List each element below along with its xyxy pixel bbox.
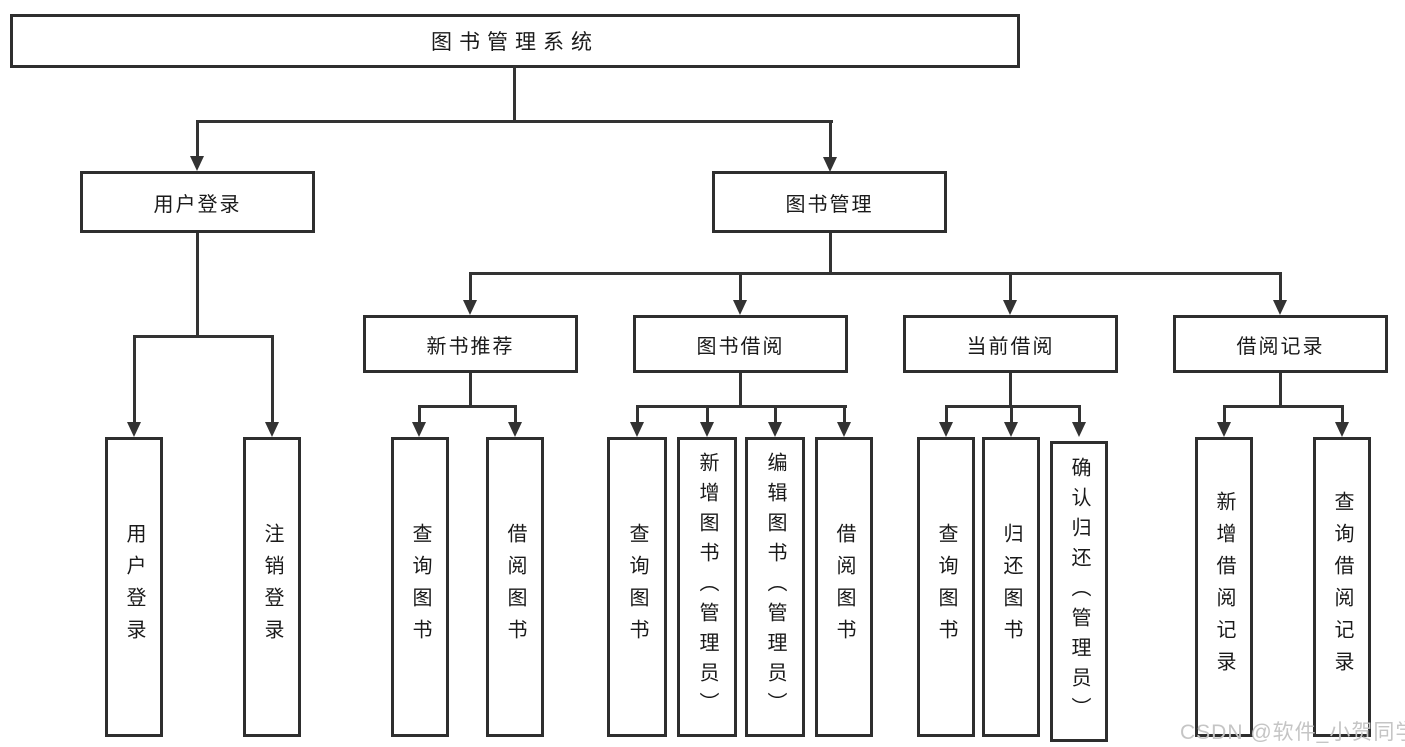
arrowhead: [265, 422, 279, 437]
leaf-borrow-books: 借阅图书: [815, 437, 873, 737]
connector-leaf-rail: [945, 405, 1081, 408]
connector-drop-leaf: [271, 335, 274, 422]
arrowhead: [823, 157, 837, 172]
leaf-confirm-return-admin: 确认归还（管理员）: [1050, 441, 1108, 742]
node-borrow-records: 借阅记录: [1173, 315, 1388, 373]
leaf-label: 查询图书: [626, 523, 648, 651]
leaf-label: 借阅图书: [833, 523, 855, 651]
arrowhead: [412, 422, 426, 437]
arrowhead: [630, 422, 644, 437]
connector-section-stub: [469, 373, 472, 407]
connector-user-login-rail: [133, 335, 274, 338]
connector-drop-leaf: [133, 335, 136, 422]
leaf-label: 注销登录: [261, 523, 283, 651]
leaf-logout: 注销登录: [243, 437, 301, 737]
node-book-borrow: 图书借阅: [633, 315, 848, 373]
connector-leaf-rail: [418, 405, 517, 408]
leaf-borrow-books-recommend: 借阅图书: [486, 437, 544, 737]
leaf-label: 编辑图书（管理员）: [764, 452, 786, 722]
arrowhead: [127, 422, 141, 437]
arrowhead: [1072, 422, 1086, 437]
connector-drop-book-management: [829, 120, 832, 157]
node-new-book-recommend: 新书推荐: [363, 315, 578, 373]
connector-drop-section: [1009, 272, 1012, 300]
connector-section-stub: [1009, 373, 1012, 407]
connector-drop-leaf: [706, 405, 709, 423]
leaf-label: 查询图书: [935, 523, 957, 651]
leaf-query-books-recommend: 查询图书: [391, 437, 449, 737]
arrowhead: [768, 422, 782, 437]
connector-leaf-rail: [1223, 405, 1344, 408]
arrowhead: [1335, 422, 1349, 437]
arrowhead: [700, 422, 714, 437]
connector-drop-leaf: [843, 405, 846, 423]
leaf-label: 用户登录: [123, 523, 145, 651]
arrowhead: [1217, 422, 1231, 437]
node-current-borrow: 当前借阅: [903, 315, 1118, 373]
connector-drop-leaf: [636, 405, 639, 423]
leaf-label: 归还图书: [1000, 523, 1022, 651]
connector-user-login-stub: [196, 233, 199, 337]
arrowhead: [190, 156, 204, 171]
connector-leaf-rail: [636, 405, 847, 408]
connector-drop-leaf: [514, 405, 517, 423]
leaf-label: 查询借阅记录: [1331, 491, 1353, 683]
connector-level2-rail: [196, 120, 833, 123]
connector-section-stub: [739, 373, 742, 407]
leaf-label: 查询图书: [409, 523, 431, 651]
leaf-user-login: 用户登录: [105, 437, 163, 737]
leaf-query-books-borrow: 查询图书: [607, 437, 667, 737]
connector-drop-section: [1279, 272, 1282, 300]
leaf-add-book-admin: 新增图书（管理员）: [677, 437, 737, 737]
connector-drop-leaf: [1010, 405, 1013, 423]
leaf-query-books-current: 查询图书: [917, 437, 975, 737]
node-root: 图书管理系统: [10, 14, 1020, 68]
connector-drop-leaf: [418, 405, 421, 423]
arrowhead: [508, 422, 522, 437]
leaf-add-borrow-record: 新增借阅记录: [1195, 437, 1253, 737]
connector-drop-leaf: [945, 405, 948, 423]
arrowhead: [733, 300, 747, 315]
arrowhead: [1273, 300, 1287, 315]
leaf-edit-book-admin: 编辑图书（管理员）: [745, 437, 805, 737]
connector-section-stub: [1279, 373, 1282, 407]
connector-level3-rail: [469, 272, 1282, 275]
arrowhead: [1003, 300, 1017, 315]
arrowhead: [1004, 422, 1018, 437]
csdn-watermark: CSDN @软件_小贺同学: [1180, 721, 1405, 744]
leaf-query-borrow-record: 查询借阅记录: [1313, 437, 1371, 737]
connector-root-stub: [513, 66, 516, 122]
connector-drop-leaf: [1341, 405, 1344, 423]
leaf-label: 确认归还（管理员）: [1068, 456, 1090, 727]
arrowhead: [463, 300, 477, 315]
connector-book-management-stub: [829, 233, 832, 274]
connector-drop-leaf: [1078, 405, 1081, 423]
connector-drop-section: [469, 272, 472, 300]
connector-drop-user-login: [196, 120, 199, 156]
connector-drop-leaf: [1223, 405, 1226, 423]
leaf-label: 借阅图书: [504, 523, 526, 651]
arrowhead: [939, 422, 953, 437]
leaf-label: 新增借阅记录: [1213, 491, 1235, 683]
connector-drop-leaf: [774, 405, 777, 423]
arrowhead: [837, 422, 851, 437]
leaf-return-books: 归还图书: [982, 437, 1040, 737]
connector-drop-section: [739, 272, 742, 300]
leaf-label: 新增图书（管理员）: [696, 452, 718, 722]
node-user-login: 用户登录: [80, 171, 315, 233]
node-book-management: 图书管理: [712, 171, 947, 233]
